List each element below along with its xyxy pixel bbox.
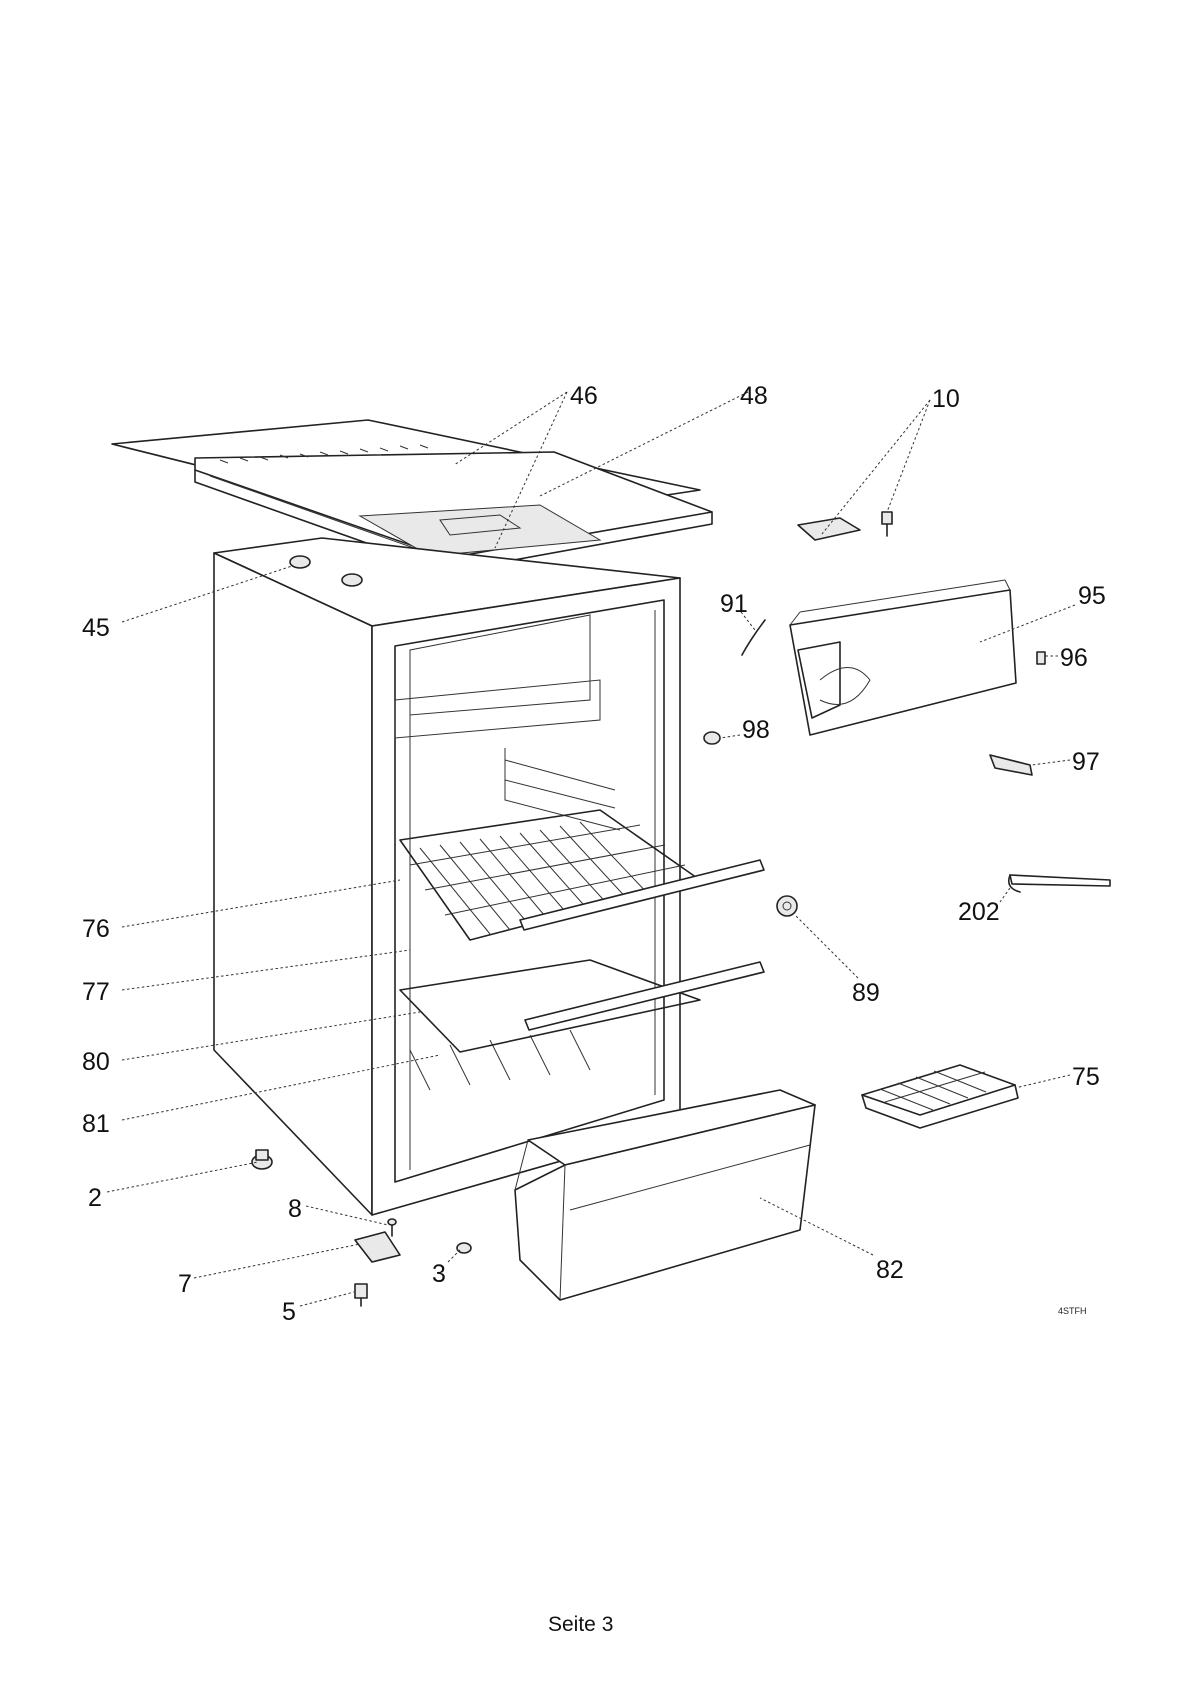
screw-part-8	[387, 1218, 397, 1237]
callout-97: 97	[1072, 748, 1100, 776]
callout-89: 89	[852, 979, 880, 1007]
knob-part-89	[776, 895, 798, 917]
bracket-part-7	[354, 1231, 401, 1263]
callout-95: 95	[1078, 582, 1106, 610]
callout-91: 91	[720, 590, 748, 618]
callout-202: 202	[958, 898, 1000, 926]
foot-part-5	[354, 1283, 368, 1307]
page-footer: Seite 3	[548, 1613, 613, 1636]
callout-75: 75	[1072, 1063, 1100, 1091]
callout-7: 7	[178, 1270, 192, 1298]
callout-96: 96	[1060, 644, 1088, 672]
callout-46: 46	[570, 382, 598, 410]
vent-slots	[219, 444, 429, 464]
handle-part-202	[1007, 874, 1111, 893]
nut-part-3	[456, 1242, 472, 1254]
callout-5: 5	[282, 1298, 296, 1326]
callout-8: 8	[288, 1195, 302, 1223]
crisper-drawer-part	[514, 1089, 816, 1301]
callout-98: 98	[742, 716, 770, 744]
freezer-flap-part	[789, 579, 1017, 736]
wire-shelf-part	[399, 809, 765, 941]
callout-2: 2	[88, 1184, 102, 1212]
callout-80: 80	[82, 1048, 110, 1076]
drawing-code: 4STFH	[1058, 1306, 1087, 1316]
foot-part-2	[251, 1149, 273, 1170]
clip-part-96	[1036, 651, 1046, 665]
cabinet-body-part	[213, 537, 681, 1216]
glass-shelf-part	[399, 959, 765, 1053]
top-cover-part	[111, 419, 713, 573]
callout-3: 3	[432, 1260, 446, 1288]
wire-part-91	[741, 619, 766, 656]
ice-tray-part	[861, 1064, 1019, 1129]
callout-76: 76	[82, 915, 110, 943]
callout-81: 81	[82, 1110, 110, 1138]
plug-part-98	[703, 731, 721, 745]
hinge-part-10	[797, 511, 893, 541]
callout-45: 45	[82, 614, 110, 642]
callout-48: 48	[740, 382, 768, 410]
callout-82: 82	[876, 1256, 904, 1284]
callout-77: 77	[82, 978, 110, 1006]
leader-lines	[106, 391, 1076, 1307]
latch-part-97	[989, 754, 1033, 776]
callout-10: 10	[932, 385, 960, 413]
